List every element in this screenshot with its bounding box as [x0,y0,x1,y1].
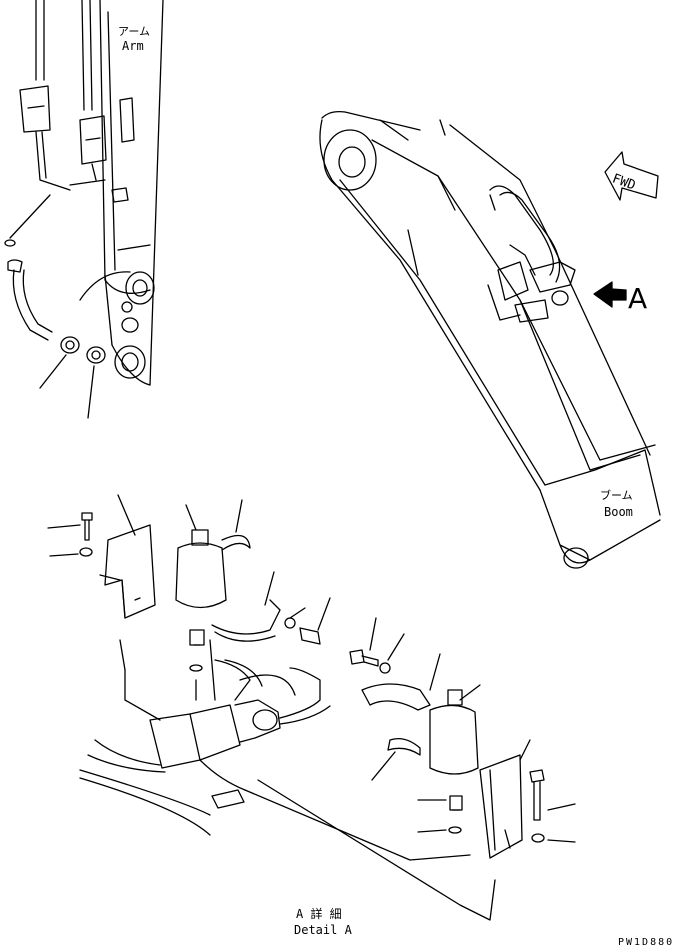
detail-a-parts [47,494,576,921]
arm-pipe-fittings [4,194,106,419]
boom-label-jp: ブーム [600,489,633,502]
detail-label-jp: A 詳 細 [296,907,342,921]
view-a-arrow-icon [593,281,627,308]
arm-label-jp: アーム [118,25,151,38]
arm-hoses [19,0,107,191]
boom-structure [319,110,661,569]
boom-label-en: Boom [604,505,633,519]
fwd-arrow-icon [604,151,659,201]
view-a-label: A [628,282,648,315]
arm-structure [79,0,164,386]
arm-label-en: Arm [122,39,144,53]
drawing-number: PW1D880 [618,937,675,948]
boom-piping [487,185,576,323]
detail-label-en: Detail A [294,923,352,937]
